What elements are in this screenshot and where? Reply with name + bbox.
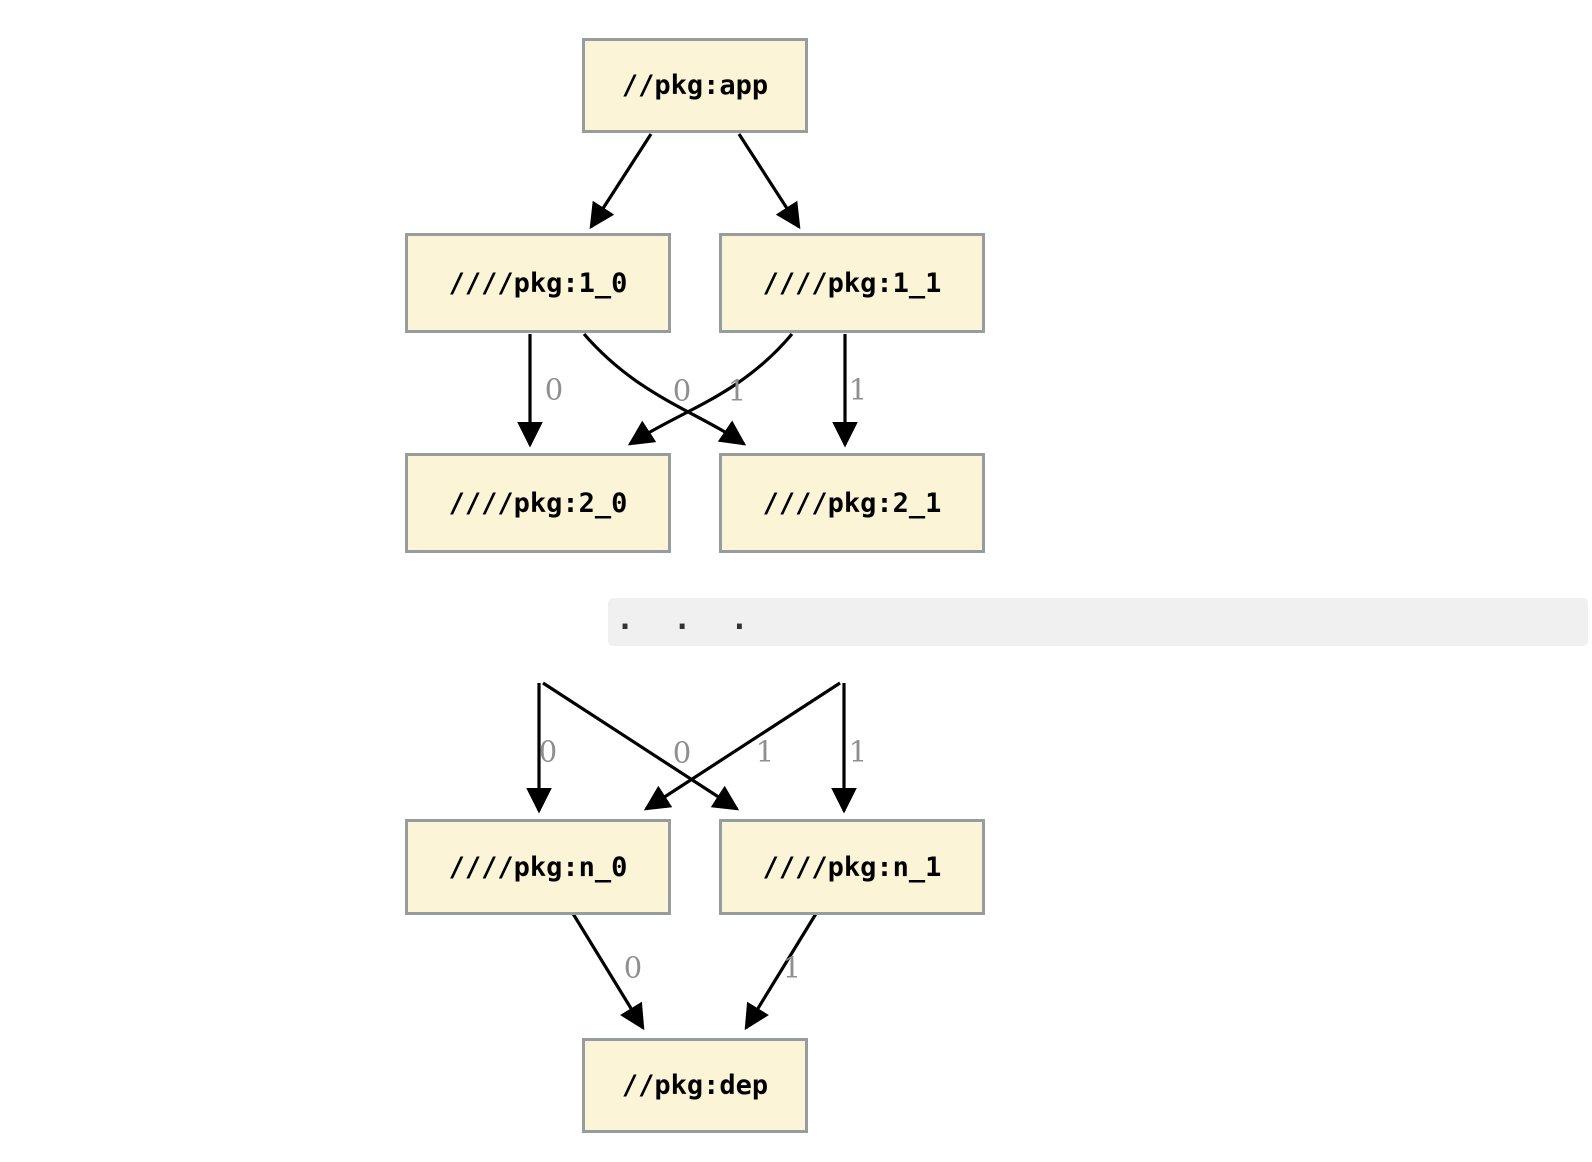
edge-label-1_1-2_1: 1 (848, 372, 868, 407)
node-pkg-1_1: ////pkg:1_1 (719, 233, 985, 333)
edge-label-1_0-2_0: 0 (544, 372, 564, 407)
ellipsis-dots: . . . (616, 602, 750, 637)
node-pkg-n_0: ////pkg:n_0 (405, 819, 671, 915)
edge-ellipsis-to-n_0-cross (643, 681, 841, 811)
edge-n_1-to-dep (744, 911, 819, 1031)
node-pkg-dep: //pkg:dep (582, 1038, 808, 1133)
ellipsis-band: . . . (608, 598, 1588, 646)
edge-1_1-to-2_0 (627, 332, 794, 446)
edge-label-ellipsis-n_0-cross: 0 (672, 735, 692, 770)
edge-label-1_0-2_1: 1 (727, 373, 747, 408)
edge-label-ellipsis-n_1-straight: 1 (848, 734, 868, 769)
edge-ellipsis-to-n_1-cross (542, 681, 740, 811)
edge-n_0-to-dep (570, 911, 645, 1031)
edge-label-n_0-dep: 0 (623, 950, 643, 985)
edge-label-1_1-2_0: 0 (672, 373, 692, 408)
node-pkg-2_0: ////pkg:2_0 (405, 453, 671, 553)
node-pkg-1_0: ////pkg:1_0 (405, 233, 671, 333)
node-pkg-2_1: ////pkg:2_1 (719, 453, 985, 553)
node-pkg-n_1: ////pkg:n_1 (719, 819, 985, 915)
edge-app-to-1_0 (589, 133, 653, 230)
edge-label-n_1-dep: 1 (782, 950, 802, 985)
edge-label-ellipsis-n_1-cross: 1 (755, 734, 775, 769)
edge-label-ellipsis-n_0-straight: 0 (538, 734, 558, 769)
edge-1_0-to-2_1 (582, 332, 747, 446)
edge-app-to-1_1 (737, 133, 801, 230)
node-pkg-app: //pkg:app (582, 38, 808, 133)
